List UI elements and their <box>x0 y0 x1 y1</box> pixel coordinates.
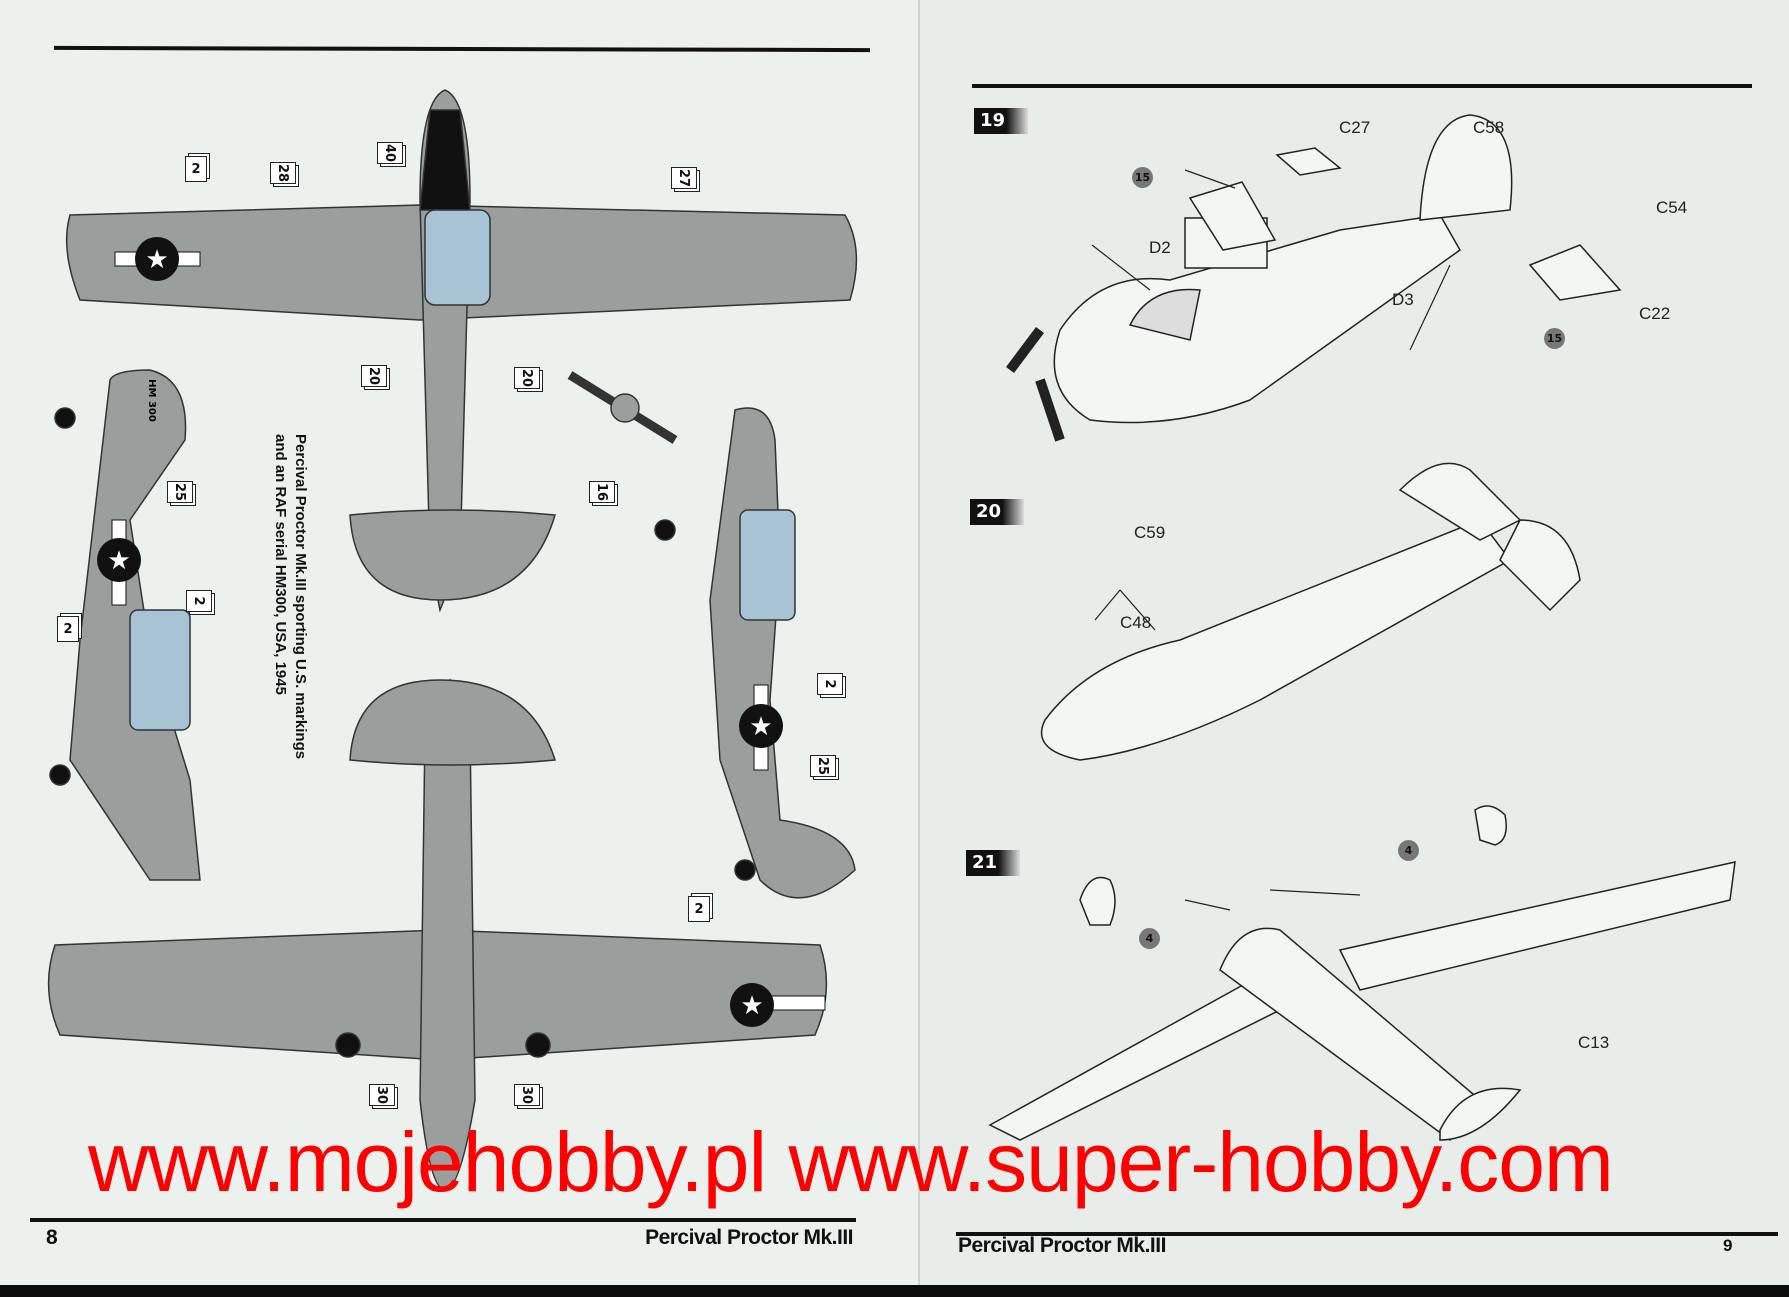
step20-fuselage <box>1040 519 1512 761</box>
part-label: C27 <box>1339 118 1371 137</box>
footer-rule <box>956 1232 1778 1236</box>
step21-wheel-fairing <box>1474 805 1507 846</box>
aircraft-profiles: ★ ★ ★ ★ <box>47 89 858 1191</box>
paint-ref-badge: 4 <box>1398 840 1419 861</box>
wheel <box>525 1032 551 1058</box>
step-number: 20 <box>970 499 1024 525</box>
part-label: C13 <box>1578 1033 1610 1052</box>
wheel <box>734 859 756 881</box>
step19-propeller <box>1006 327 1065 442</box>
callout-decal: 2 <box>186 590 212 612</box>
footer-rule <box>30 1218 856 1222</box>
svg-text:★: ★ <box>740 991 763 1021</box>
step-number: 19 <box>974 108 1028 134</box>
callout-decal: 2 <box>57 616 79 642</box>
callout-decal: 2 <box>817 673 843 695</box>
step21-wing-right <box>1338 861 1736 991</box>
step19-part-c22 <box>1528 244 1622 301</box>
paint-ref-badge: 15 <box>1132 167 1153 188</box>
part-label: D2 <box>1149 238 1171 257</box>
watermark: www.mojehobby.pl www.super-hobby.com <box>88 1115 1614 1209</box>
callout-decal: 2 <box>185 156 207 182</box>
callout-decal: 20 <box>361 365 387 387</box>
footer-title: Percival Proctor Mk.III <box>958 1234 1166 1257</box>
footer-title: Percival Proctor Mk.III <box>645 1226 853 1249</box>
top-view-canopy <box>424 209 491 306</box>
part-label: C22 <box>1639 304 1671 323</box>
header-rule <box>972 84 1752 88</box>
part-label: C54 <box>1656 198 1688 217</box>
bottom-view-tailplane <box>349 679 556 766</box>
callout-decal: 27 <box>671 167 697 189</box>
left-page: ★ ★ ★ ★ 2 28 40 27 20 20 16 25 2 2 2 25 2 3… <box>0 0 918 1285</box>
step19-fuselage <box>1053 214 1461 424</box>
part-label: C58 <box>1473 118 1505 137</box>
callout-decal: 30 <box>369 1084 395 1106</box>
step21-wheel-fairing <box>1079 876 1116 926</box>
bottom-view-fuselage <box>419 678 476 1191</box>
right-side-view <box>709 407 856 899</box>
right-page: 19 20 21 C27 C58 C54 D2 D3 C22 15 15 C59… <box>918 0 1789 1285</box>
step21-tailplane <box>1439 1087 1522 1141</box>
callout-decal: 20 <box>514 367 540 389</box>
callout-decal: 16 <box>589 481 615 503</box>
assembly-diagrams <box>988 114 1736 1142</box>
propeller-spinner <box>610 393 640 423</box>
us-star-insignia <box>97 237 826 1027</box>
star-icon: ★ ★ ★ ★ <box>107 245 772 1021</box>
callout-decal: 25 <box>167 481 193 503</box>
left-side-canopy <box>129 609 191 731</box>
part-label: C48 <box>1120 613 1152 632</box>
wheel <box>49 764 71 786</box>
step20-fin <box>1398 462 1522 541</box>
caption-line: and an RAF serial HM300, USA, 1945 <box>272 434 289 695</box>
svg-text:★: ★ <box>107 546 130 576</box>
callout-decal: 2 <box>688 896 710 922</box>
top-view-tailplane <box>349 509 556 601</box>
callout-decal: 25 <box>810 755 836 777</box>
svg-text:★: ★ <box>749 712 772 742</box>
serial-marking: HM 300 <box>145 379 157 422</box>
step19-canopy <box>1128 288 1201 341</box>
assembly-lines <box>1091 169 1451 911</box>
part-label: D3 <box>1392 290 1414 309</box>
part-label: C59 <box>1134 523 1166 542</box>
wheel <box>54 407 76 429</box>
svg-text:★: ★ <box>145 245 168 275</box>
right-side-canopy <box>739 509 796 621</box>
step20-tailplane <box>1499 519 1581 612</box>
step19-part-c58 <box>1275 147 1342 176</box>
paint-ref-badge: 4 <box>1139 928 1160 949</box>
scheme-caption: Percival Proctor Mk.III sporting U.S. ma… <box>270 434 310 814</box>
step21-fuselage <box>1219 927 1482 1142</box>
callout-decal: 30 <box>514 1084 540 1106</box>
page-number: 8 <box>46 1226 58 1249</box>
step19-fin <box>1419 114 1513 221</box>
callout-decal: 28 <box>270 162 296 184</box>
paint-ref-badge: 15 <box>1544 328 1565 349</box>
wheel <box>335 1032 361 1058</box>
step-number: 21 <box>966 850 1020 876</box>
page-number: 9 <box>1723 1236 1732 1255</box>
step19-part-d2 <box>1188 181 1277 251</box>
callout-decal: 40 <box>377 142 403 164</box>
caption-line: Percival Proctor Mk.III sporting U.S. ma… <box>292 434 309 760</box>
wheel <box>654 519 676 541</box>
